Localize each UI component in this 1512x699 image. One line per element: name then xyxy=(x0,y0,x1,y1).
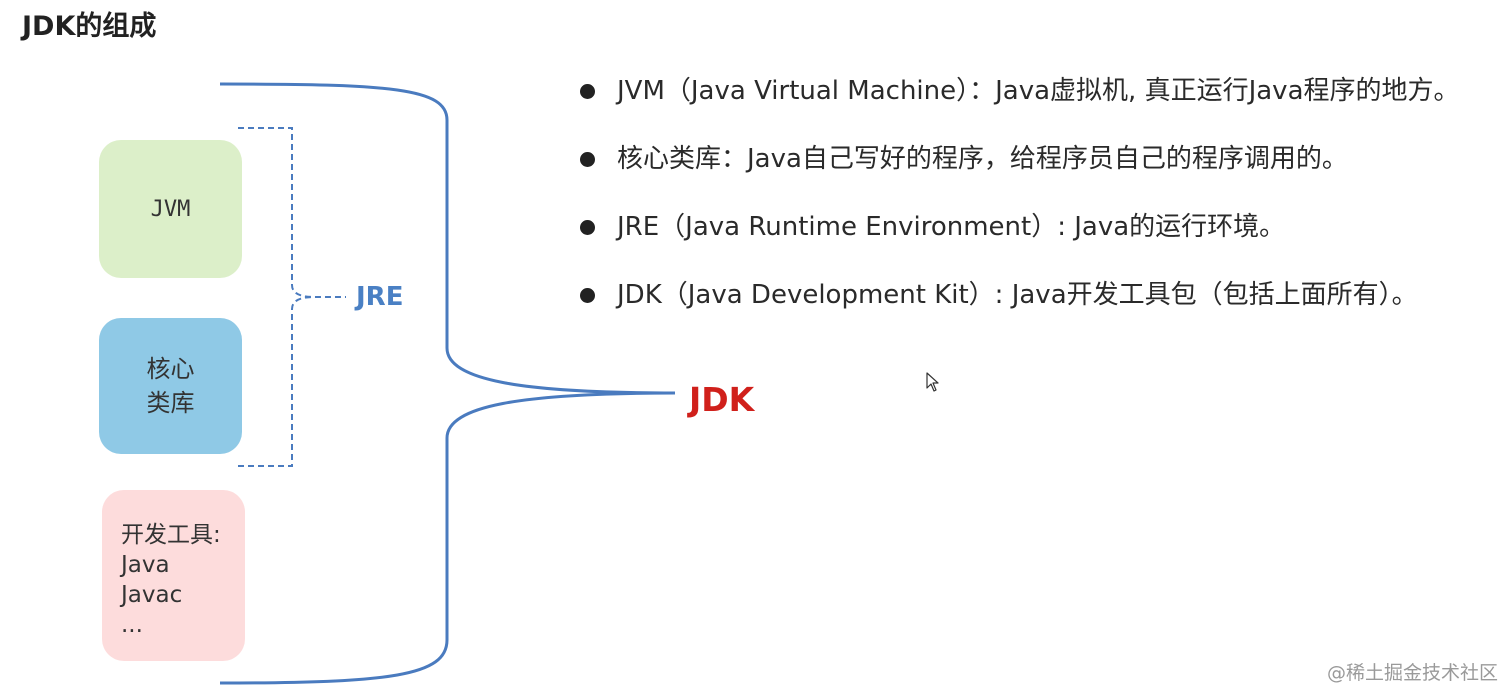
list-item: JDK（Java Development Kit）: Java开发工具包（包括上… xyxy=(580,277,1510,345)
jre-bracket xyxy=(238,127,346,298)
jre-label: JRE xyxy=(356,282,404,312)
mouse-pointer-icon xyxy=(926,372,939,392)
jdk-bracket-lower xyxy=(219,391,676,685)
dev-tools-item: Javac xyxy=(121,582,183,608)
page-title: JDK的组成 xyxy=(22,11,157,42)
dev-tools-box: 开发工具: Java Javac ... xyxy=(102,490,245,661)
jvm-box: JVM xyxy=(99,140,242,278)
list-item-text: JRE（Java Runtime Environment）: Java的运行环境… xyxy=(617,212,1286,242)
bullet-dot-icon xyxy=(580,84,595,99)
jdk-label: JDK xyxy=(689,380,755,419)
dev-tools-item: ... xyxy=(121,612,143,638)
list-item-text: 核心类库：Java自己写好的程序，给程序员自己的程序调用的。 xyxy=(617,144,1348,174)
list-item: JRE（Java Runtime Environment）: Java的运行环境… xyxy=(580,209,1510,277)
list-item-text: JVM（Java Virtual Machine）：Java虚拟机, 真正运行J… xyxy=(617,76,1460,106)
core-library-line-2: 类库 xyxy=(146,389,195,417)
core-library-box: 核心 类库 xyxy=(99,318,242,454)
bullet-dot-icon xyxy=(580,288,595,303)
list-item-text: JDK（Java Development Kit）: Java开发工具包（包括上… xyxy=(617,280,1418,310)
jvm-box-label: JVM xyxy=(150,196,191,222)
dev-tools-heading: 开发工具: xyxy=(121,522,221,548)
jre-bracket-lower xyxy=(238,296,315,467)
jdk-bracket-upper xyxy=(219,82,676,395)
list-item: 核心类库：Java自己写好的程序，给程序员自己的程序调用的。 xyxy=(580,141,1510,209)
bullet-dot-icon xyxy=(580,152,595,167)
bullet-dot-icon xyxy=(580,220,595,235)
definition-list: JVM（Java Virtual Machine）：Java虚拟机, 真正运行J… xyxy=(580,73,1510,345)
list-item: JVM（Java Virtual Machine）：Java虚拟机, 真正运行J… xyxy=(580,73,1510,141)
dev-tools-item: Java xyxy=(121,552,170,578)
watermark: @稀土掘金技术社区 xyxy=(1326,662,1498,684)
core-library-line-1: 核心 xyxy=(146,355,195,383)
